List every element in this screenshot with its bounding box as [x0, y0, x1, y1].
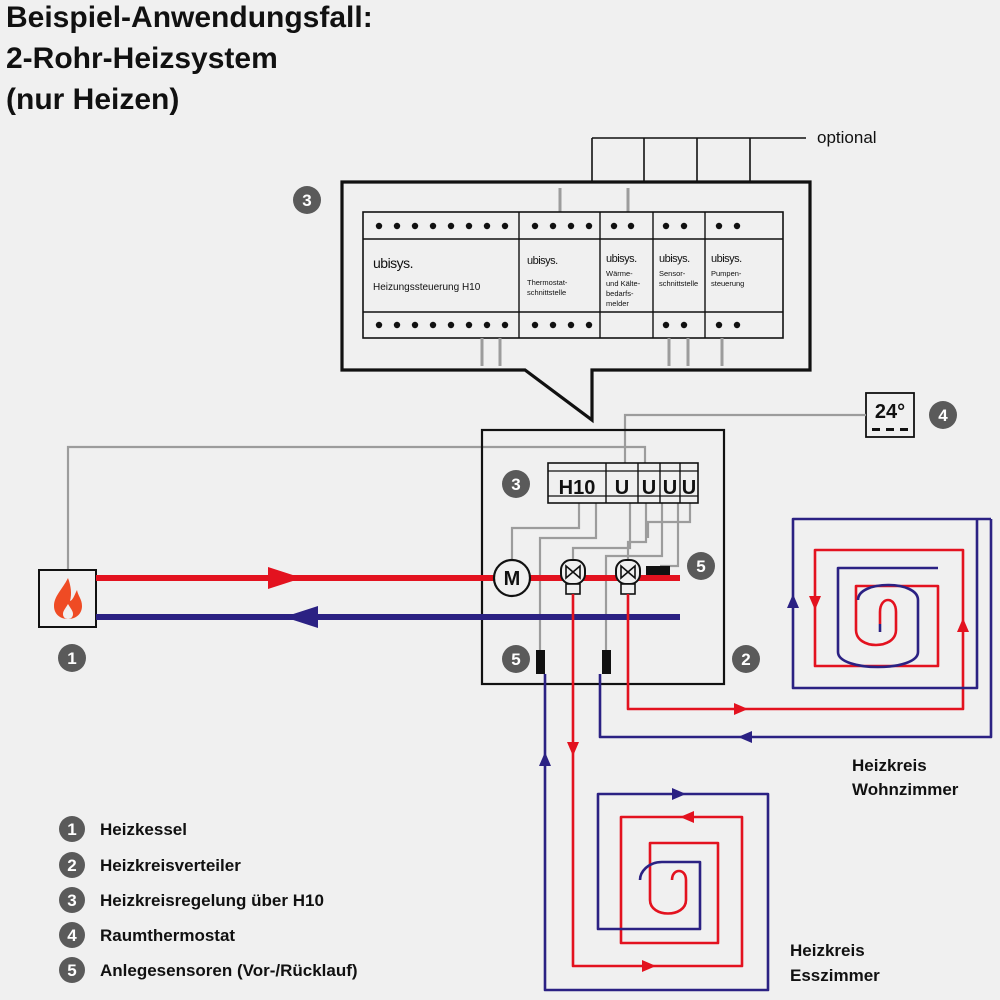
label-esszimmer-1: Heizkreis [790, 941, 865, 960]
marker-thermostat: 4 [929, 401, 957, 429]
title-line-2: 2-Rohr-Heizsystem [6, 42, 278, 75]
cabinet-u-2: U [642, 477, 656, 499]
module-3-label-3: bedarfs- [606, 289, 634, 298]
module-1-label: Heizungssteuerung H10 [373, 282, 481, 293]
label-esszimmer-2: Esszimmer [790, 966, 880, 985]
svg-text:3: 3 [511, 475, 520, 494]
svg-text:3: 3 [67, 891, 76, 910]
legend-item-4: 4 Raumthermostat [59, 922, 235, 948]
circuit-esszimmer [539, 594, 770, 992]
module-3-label-4: melder [606, 299, 629, 308]
sensor-return-right [602, 650, 611, 674]
marker-callout: 3 [293, 186, 321, 214]
sensor-return-left [536, 650, 545, 674]
circuit-wohnzimmer [598, 517, 993, 743]
valve-actuator-esszimmer [560, 559, 586, 595]
cabinet-u-3: U [663, 477, 677, 499]
module-2-label-1: Thermostat- [527, 278, 568, 287]
module-3-label-2: und Kälte- [606, 279, 641, 288]
pump: M [492, 558, 532, 598]
optional-label: optional [817, 128, 877, 147]
marker-boiler: 1 [58, 644, 86, 672]
pump-symbol: M [504, 568, 521, 590]
legend-item-2: 2 Heizkreisverteiler [59, 852, 241, 878]
svg-text:5: 5 [511, 650, 520, 669]
svg-text:Heizkreisverteiler: Heizkreisverteiler [100, 856, 241, 875]
thermostat-display: 24° [875, 401, 905, 423]
label-wohnzimmer-2: Wohnzimmer [852, 780, 959, 799]
marker-sensor-right: 5 [687, 552, 715, 580]
cabinet-u-4: U [682, 477, 696, 499]
svg-text:4: 4 [67, 926, 77, 945]
marker-sensor-left: 5 [502, 645, 530, 673]
callout-bubble: ubisys. Heizungssteuerung H10 ubisys. Th… [340, 180, 812, 424]
valve-actuator-wohnzimmer [615, 559, 641, 595]
module-5-brand: ubisys. [711, 253, 742, 265]
room-thermostat: 24° [865, 392, 915, 438]
flame-icon [54, 578, 82, 619]
supply-line [96, 567, 680, 589]
svg-text:Raumthermostat: Raumthermostat [100, 926, 235, 945]
svg-text:Heizkreisregelung über H10: Heizkreisregelung über H10 [100, 891, 324, 910]
legend-item-3: 3 Heizkreisregelung über H10 [59, 887, 324, 913]
module-3-label-1: Wärme- [606, 269, 633, 278]
cabinet-h10-label: H10 [559, 477, 596, 499]
svg-text:5: 5 [696, 557, 705, 576]
module-4-label-1: Sensor- [659, 269, 686, 278]
return-line [96, 606, 680, 628]
svg-text:1: 1 [67, 820, 76, 839]
module-1-brand: ubisys. [373, 255, 413, 271]
svg-text:1: 1 [67, 649, 76, 668]
module-5-label-2: steuerung [711, 279, 744, 288]
module-3-brand: ubisys. [606, 253, 637, 265]
cabinet-u-1: U [615, 477, 629, 499]
svg-text:2: 2 [67, 856, 76, 875]
boiler [38, 569, 97, 628]
svg-text:Anlegesensoren (Vor-/Rücklauf): Anlegesensoren (Vor-/Rücklauf) [100, 961, 358, 980]
legend-item-1: 1 Heizkessel [59, 816, 187, 842]
module-4-label-2: schnittstelle [659, 279, 698, 288]
legend: 1 Heizkessel 2 Heizkreisverteiler 3 Heiz… [59, 816, 358, 983]
module-5-label-1: Pumpen- [711, 269, 742, 278]
svg-text:Heizkessel: Heizkessel [100, 820, 187, 839]
distributor-cabinet: H10 U U U U [480, 428, 726, 686]
module-4-brand: ubisys. [659, 253, 690, 265]
legend-item-5: 5 Anlegesensoren (Vor-/Rücklauf) [59, 957, 358, 983]
marker-distributor: 2 [732, 645, 760, 673]
title-line-3: (nur Heizen) [6, 83, 179, 116]
svg-text:3: 3 [302, 191, 311, 210]
sensor-supply [646, 566, 670, 575]
module-2-brand: ubisys. [527, 255, 558, 267]
svg-text:4: 4 [938, 406, 948, 425]
svg-text:5: 5 [67, 961, 76, 980]
svg-text:2: 2 [741, 650, 750, 669]
module-2-label-2: schnittstelle [527, 288, 566, 297]
label-wohnzimmer-1: Heizkreis [852, 756, 927, 775]
marker-cabinet: 3 [502, 470, 530, 498]
title-line-1: Beispiel-Anwendungsfall: [6, 1, 373, 34]
